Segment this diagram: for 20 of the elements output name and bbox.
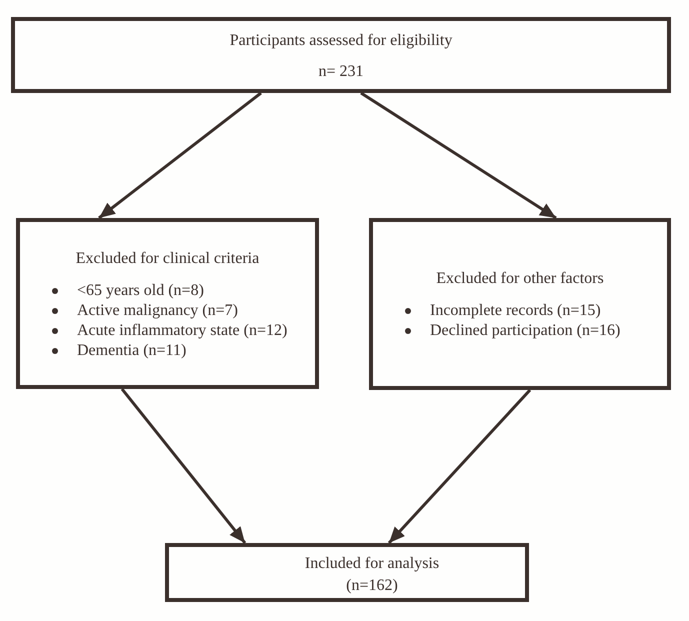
arrow [120, 388, 246, 544]
box-heading: Excluded for clinical criteria [76, 249, 260, 269]
list-item: Incomplete records (n=15) [430, 302, 601, 320]
list-item: Acute inflammatory state (n=12) [77, 322, 288, 340]
count-text: (n=162) [346, 576, 398, 596]
list-item: Declined participation (n=16) [430, 322, 620, 340]
arrow [388, 388, 532, 544]
list-item: Active malignancy (n=7) [77, 302, 238, 320]
list-item: <65 years old (n=8) [77, 282, 204, 300]
process-box [165, 543, 529, 602]
box-heading: Excluded for other factors [436, 269, 604, 289]
process-box [369, 218, 671, 390]
list-item: Dementia (n=11) [77, 342, 186, 360]
process-box [16, 218, 319, 389]
box-heading: Participants assessed for eligibility [230, 31, 452, 50]
arrow [360, 92, 557, 220]
count-text: n= 231 [318, 62, 364, 81]
arrow [98, 92, 262, 220]
process-box [11, 17, 671, 93]
box-heading: Included for analysis [304, 554, 440, 574]
